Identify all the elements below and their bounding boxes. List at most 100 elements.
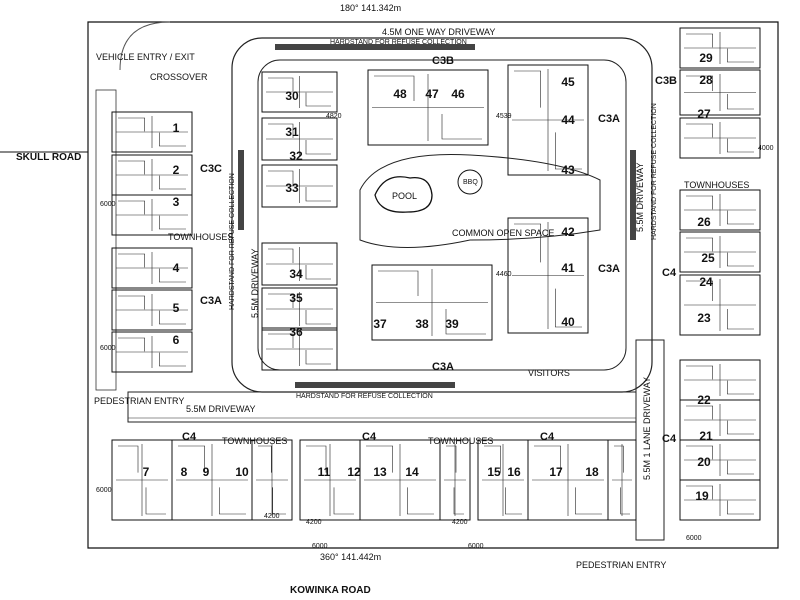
unit-number: 21 <box>699 429 713 443</box>
unit-number: 44 <box>561 113 575 127</box>
pool-label: POOL <box>392 191 417 201</box>
building-block <box>261 71 338 113</box>
hardstand-right-label: HARDSTAND FOR REFUSE COLLECTION <box>651 103 658 240</box>
unit-number: 5 <box>173 301 180 315</box>
visitors-label: VISITORS <box>528 368 570 378</box>
unit-number: 12 <box>347 465 361 479</box>
building-block <box>261 164 338 208</box>
dimension-d4539: 4539 <box>496 113 512 120</box>
left-lane <box>95 89 117 391</box>
building-interior <box>482 444 524 516</box>
unit-number: 17 <box>549 465 563 479</box>
building-block <box>679 117 761 159</box>
unit-number: 22 <box>697 393 711 407</box>
unit-number: 15 <box>487 465 501 479</box>
building-block <box>251 439 293 521</box>
unit-code-c3b-top: C3B <box>432 55 454 67</box>
bearing-bottom: 360° 141.442m <box>320 552 381 562</box>
building-interior <box>266 76 333 108</box>
unit-number: 13 <box>373 465 387 479</box>
townhouses-bottom-2-label: TOWNHOUSES <box>428 436 493 446</box>
unit-number: 19 <box>695 489 709 503</box>
building-block <box>111 247 193 289</box>
dimension-d6000-b1: 6000 <box>312 543 328 550</box>
unit-number: 18 <box>585 465 599 479</box>
building-interior <box>512 69 584 171</box>
dimension-d4200-c: 4200 <box>452 519 468 526</box>
unit-number: 11 <box>318 465 331 479</box>
unit-number: 24 <box>699 275 713 289</box>
unit-number: 20 <box>697 455 711 469</box>
building-interior <box>116 336 188 368</box>
dimension-d6000-b2: 6000 <box>468 543 484 550</box>
perimeter-road-outer <box>119 21 171 71</box>
bottom-driveway-label: 5.5M DRIVEWAY <box>186 404 256 414</box>
hardstand-bottom-label: HARDSTAND FOR REFUSE COLLECTION <box>296 393 433 400</box>
unit-number: 48 <box>393 87 407 101</box>
kowinka-road-label: KOWINKA ROAD <box>290 585 371 596</box>
unit-number: 28 <box>699 73 713 87</box>
building-interior <box>372 74 484 141</box>
kerb-top <box>275 44 475 50</box>
dimension-d4460: 4460 <box>496 271 512 278</box>
unit-code-c3a-mid: C3A <box>432 361 454 373</box>
unit-number: 2 <box>173 163 180 177</box>
building-interior <box>684 194 756 226</box>
building-interior <box>684 74 756 111</box>
unit-number: 16 <box>507 465 521 479</box>
dimension-d6000-bottom-left: 6000 <box>96 487 112 494</box>
unit-number: 27 <box>697 107 711 121</box>
building-interior <box>116 159 188 191</box>
kerb-bottom <box>295 382 455 388</box>
unit-number: 42 <box>561 225 575 239</box>
dimension-d6000-right-bottom: 6000 <box>686 535 702 542</box>
unit-code-c4-b2: C4 <box>362 431 377 443</box>
pedestrian-entry-left-label: PEDESTRIAN ENTRY <box>94 396 184 406</box>
bearing-top: 180° 141.342m <box>340 3 401 13</box>
unit-number: 31 <box>285 125 299 139</box>
building-interior <box>116 294 188 326</box>
one-lane-driveway-label: 5.5M 1 LANE DRIVEWAY <box>642 377 652 480</box>
kerb-right <box>630 150 636 240</box>
unit-number: 6 <box>173 333 180 347</box>
building-interior <box>512 222 584 329</box>
building-interior <box>532 444 604 516</box>
building-interior <box>116 252 188 284</box>
unit-number: 30 <box>285 89 299 103</box>
vehicle-entry-label: VEHICLE ENTRY / EXIT <box>96 52 195 62</box>
building-interior <box>684 32 756 64</box>
unit-number: 23 <box>697 311 711 325</box>
site-boundary <box>87 21 779 549</box>
skull-road-label: SKULL ROAD <box>16 152 81 163</box>
building-block <box>111 331 193 373</box>
unit-number: 36 <box>289 325 303 339</box>
unit-number: 45 <box>561 75 575 89</box>
unit-number: 7 <box>143 465 150 479</box>
building-block <box>679 189 761 231</box>
unit-number: 4 <box>173 261 180 275</box>
building-interior <box>684 236 756 268</box>
unit-number: 32 <box>289 149 303 163</box>
unit-number: 8 <box>181 465 188 479</box>
building-block <box>679 69 761 116</box>
building-block <box>679 479 761 521</box>
building-interior <box>266 247 333 281</box>
unit-number: 43 <box>561 163 575 177</box>
unit-number: 10 <box>235 465 249 479</box>
left-driveway-label: 5.5M DRIVEWAY <box>250 248 260 318</box>
open-space-label: COMMON OPEN SPACE <box>452 228 554 238</box>
unit-number: 40 <box>561 315 575 329</box>
building-interior <box>364 444 436 516</box>
dimension-d6000-left2: 6000 <box>100 345 116 352</box>
building-interior <box>116 116 188 148</box>
building-block <box>607 439 637 521</box>
bbq-pavilion <box>457 169 483 195</box>
unit-code-c4-right1: C4 <box>662 267 677 279</box>
building-blocks <box>111 27 761 521</box>
unit-number: 33 <box>285 181 299 195</box>
building-interior <box>266 292 333 326</box>
unit-code-c3c: C3C <box>200 163 222 175</box>
pedestrian-entry-bottom-label: PEDESTRIAN ENTRY <box>576 560 666 570</box>
right-driveway-label: 5.5M DRIVEWAY <box>635 162 645 232</box>
